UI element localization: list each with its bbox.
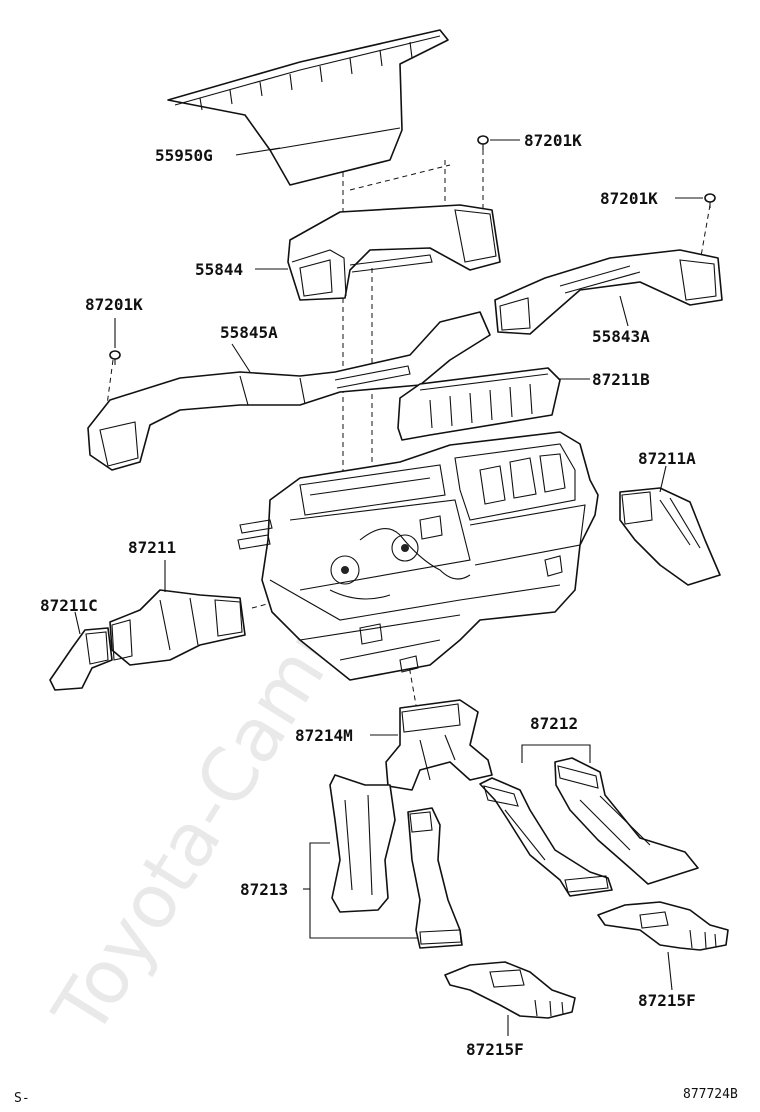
label-55844: 55844 — [195, 260, 243, 279]
duct-87212-left — [479, 777, 613, 897]
label-87214m: 87214M — [295, 726, 353, 745]
label-55843a: 55843A — [592, 327, 650, 346]
screw-87201k-top — [477, 135, 489, 150]
label-87201k-left: 87201K — [85, 295, 143, 314]
label-87201k-right: 87201K — [600, 189, 658, 208]
label-87211c: 87211C — [40, 596, 98, 615]
duct-87215f-bottom — [444, 961, 576, 1019]
label-55845a: 55845A — [220, 323, 278, 342]
filter-cover-87211b — [397, 367, 561, 441]
outlet-87211a — [619, 487, 721, 586]
diagram-id: 877724B — [683, 1087, 738, 1102]
label-87211b: 87211B — [592, 370, 650, 389]
defroster-nozzle-55950g — [167, 29, 449, 186]
label-87211: 87211 — [128, 538, 176, 557]
duct-87211c — [49, 627, 113, 691]
label-87212: 87212 — [530, 714, 578, 733]
label-87213: 87213 — [240, 880, 288, 899]
side-duct-55843a — [494, 249, 723, 335]
duct-87214m — [385, 699, 493, 791]
label-87215f-bottom: 87215F — [466, 1040, 524, 1059]
duct-87213-left — [329, 774, 396, 913]
side-duct-55845a — [87, 311, 491, 471]
duct-87211 — [109, 589, 246, 666]
screw-87201k-right — [704, 193, 716, 208]
label-55950g: 55950G — [155, 146, 213, 165]
label-87211a: 87211A — [638, 449, 696, 468]
label-87201k-top: 87201K — [524, 131, 582, 150]
label-87215f-right: 87215F — [638, 991, 696, 1010]
center-duct-55844 — [287, 204, 501, 301]
corner-mark: S- — [14, 1091, 30, 1106]
screw-87201k-left — [109, 350, 121, 365]
duct-87215f-right — [597, 901, 729, 951]
duct-87213-right — [407, 807, 463, 949]
duct-87212-right — [554, 757, 699, 885]
heater-unit-assembly — [237, 431, 599, 681]
